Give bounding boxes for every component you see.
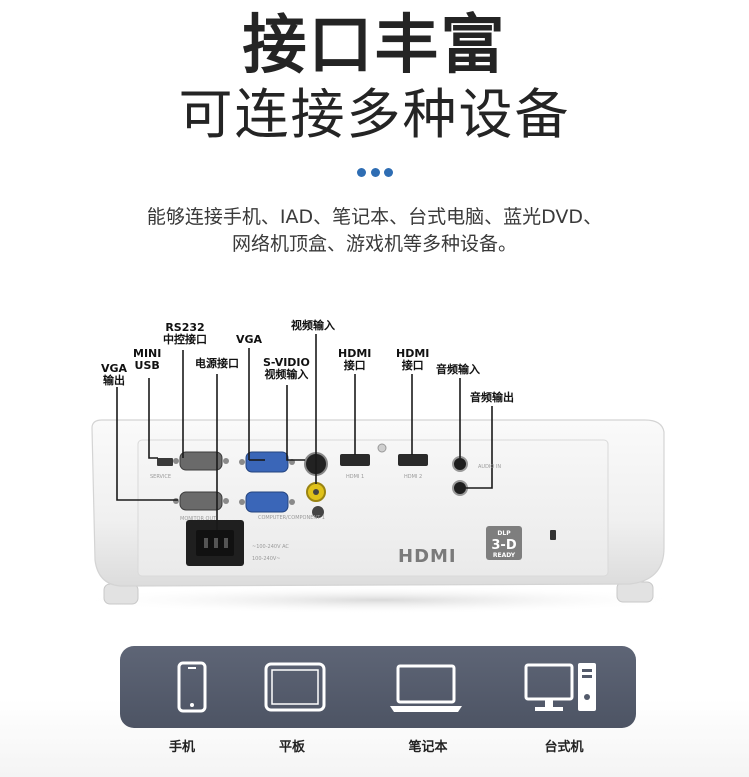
callout-rs232-line1: RS232 xyxy=(165,321,205,334)
device-label-desktop: 台式机 xyxy=(544,740,584,755)
callout-hdmi1-line1: HDMI xyxy=(338,347,372,360)
callout-hdmi2-line1: HDMI xyxy=(396,347,430,360)
svg-text:MONITOR OUT: MONITOR OUT xyxy=(180,516,217,522)
svg-text:3-D: 3-D xyxy=(491,538,516,553)
callout-hdmi1: HDMI 接口 xyxy=(338,348,371,372)
device-label-phone: 手机 xyxy=(168,740,195,755)
intro-text-line1: 能够连接手机、IAD、笔记本、台式电脑、蓝光DVD、 xyxy=(146,206,603,228)
callout-mini-usb-line2: USB xyxy=(134,359,160,372)
callout-svideo-line1: S-VIDIO xyxy=(263,356,310,369)
svg-text:HDMI 2: HDMI 2 xyxy=(404,474,422,480)
headline-title: 接口丰富 xyxy=(242,9,507,83)
device-desktop xyxy=(518,646,608,728)
device-icon-bar xyxy=(120,646,636,728)
callout-audio-in: 音频输入 xyxy=(436,363,480,376)
projector-rear-panel-illustration: SERVICE MONITOR OUT COMPUTER/COMPONENT 1… xyxy=(70,334,690,614)
callout-svideo: S-VIDIO 视频输入 xyxy=(263,357,310,381)
callout-rs232: RS232 中控接口 xyxy=(163,322,207,346)
callout-rs232-line2: 中控接口 xyxy=(163,333,207,346)
svg-text:~100-240V AC: ~100-240V AC xyxy=(252,544,289,550)
svg-text:SERVICE: SERVICE xyxy=(150,474,171,480)
callout-power: 电源接口 xyxy=(195,357,239,370)
callout-mini-usb: MINI USB xyxy=(133,348,161,372)
callout-hdmi2-line2: 接口 xyxy=(401,359,424,372)
headline-subtitle: 可连接多种设备 xyxy=(178,83,571,146)
hdmi-logo: HDMI xyxy=(398,546,457,567)
3d-ready-badge: DLP 3-D READY xyxy=(486,526,522,560)
svg-text:100-240V~: 100-240V~ xyxy=(252,556,281,562)
device-phone xyxy=(162,646,222,728)
callout-vga: VGA xyxy=(236,333,263,346)
svg-text:DLP: DLP xyxy=(497,530,511,537)
device-laptop xyxy=(386,646,466,728)
divider-dots xyxy=(357,168,393,178)
phone-icon xyxy=(177,661,207,713)
dot xyxy=(370,168,380,177)
svg-text:COMPUTER/COMPONENT 1: COMPUTER/COMPONENT 1 xyxy=(258,515,325,521)
device-tablet xyxy=(260,646,330,728)
callout-vga-out-line1: VGA xyxy=(101,362,128,375)
callout-audio-out: 音频输出 xyxy=(470,391,514,404)
callout-hdmi1-line2: 接口 xyxy=(343,359,366,372)
dot xyxy=(384,168,393,177)
laptop-icon xyxy=(390,664,462,712)
device-label-tablet: 平板 xyxy=(278,740,305,755)
svg-text:HDMI 1: HDMI 1 xyxy=(346,474,364,480)
callout-vga-out-line2: 输出 xyxy=(103,374,126,387)
svg-text:READY: READY xyxy=(493,552,516,559)
dot xyxy=(357,168,366,177)
tablet-icon xyxy=(264,662,326,712)
callout-hdmi2: HDMI 接口 xyxy=(396,348,429,372)
intro-text-line2: 网络机顶盒、游戏机等多种设备。 xyxy=(231,233,517,255)
callout-vga-out: VGA 输出 xyxy=(101,363,127,387)
desktop-icon xyxy=(524,663,596,711)
device-label-laptop: 笔记本 xyxy=(408,740,448,755)
callout-mini-usb-line1: MINI xyxy=(133,347,162,360)
callout-video-in: 视频输入 xyxy=(291,319,335,332)
svg-text:AUDIO IN: AUDIO IN xyxy=(478,464,501,470)
callout-svideo-line2: 视频输入 xyxy=(264,368,309,381)
